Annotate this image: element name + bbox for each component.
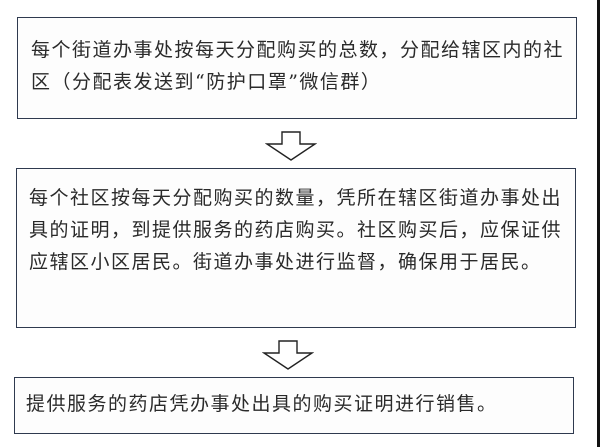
flow-step-2: 每个社区按每天分配购买的数量，凭所在辖区街道办事处出具的证明，到提供服务的药店购… (16, 168, 576, 328)
step-1-text: 每个街道办事处按每天分配购买的总数，分配给辖区内的社区（分配表发送到“防护口罩”… (31, 39, 565, 93)
step-3-text: 提供服务的药店凭办事处出具的购买证明进行销售。 (26, 393, 498, 415)
step-2-text: 每个社区按每天分配购买的数量，凭所在辖区街道办事处出具的证明，到提供服务的药店购… (29, 187, 563, 273)
flow-step-1: 每个街道办事处按每天分配购买的总数，分配给辖区内的社区（分配表发送到“防护口罩”… (17, 17, 577, 119)
right-edge-bar (597, 0, 600, 447)
down-arrow-icon (262, 340, 314, 370)
down-arrow-icon (265, 131, 317, 161)
flow-step-3: 提供服务的药店凭办事处出具的购买证明进行销售。 (14, 377, 574, 434)
